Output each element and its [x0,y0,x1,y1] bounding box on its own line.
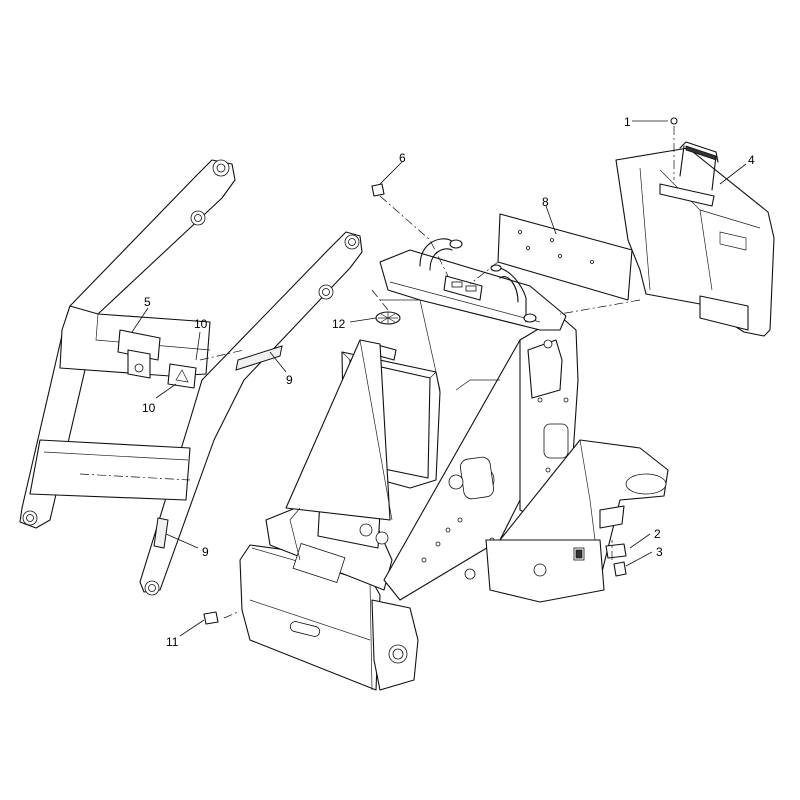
callout-labels: 1 2 3 4 5 6 8 9 9 10 10 11 12 [142,115,755,649]
callout-leaders [131,120,747,637]
callout-8: 8 [542,195,549,209]
callout-2: 2 [654,527,661,541]
callout-4: 4 [748,153,755,167]
callout-12: 12 [332,317,346,331]
callout-5: 5 [144,295,151,309]
small-parts [203,117,678,625]
callout-11: 11 [166,635,179,649]
rear-cover-panel [615,141,775,337]
assembly-lines [79,126,675,619]
callout-1: 1 [624,115,631,129]
callout-9-upper: 9 [286,373,293,387]
callout-6: 6 [399,151,406,165]
shield-panel [497,213,633,301]
loader-arm-assembly [19,159,363,596]
callout-9-lower: 9 [202,545,209,559]
main-frame [239,238,669,691]
callout-10-upper: 10 [194,317,208,331]
callout-3: 3 [656,545,663,559]
callout-10-lower: 10 [142,401,156,415]
